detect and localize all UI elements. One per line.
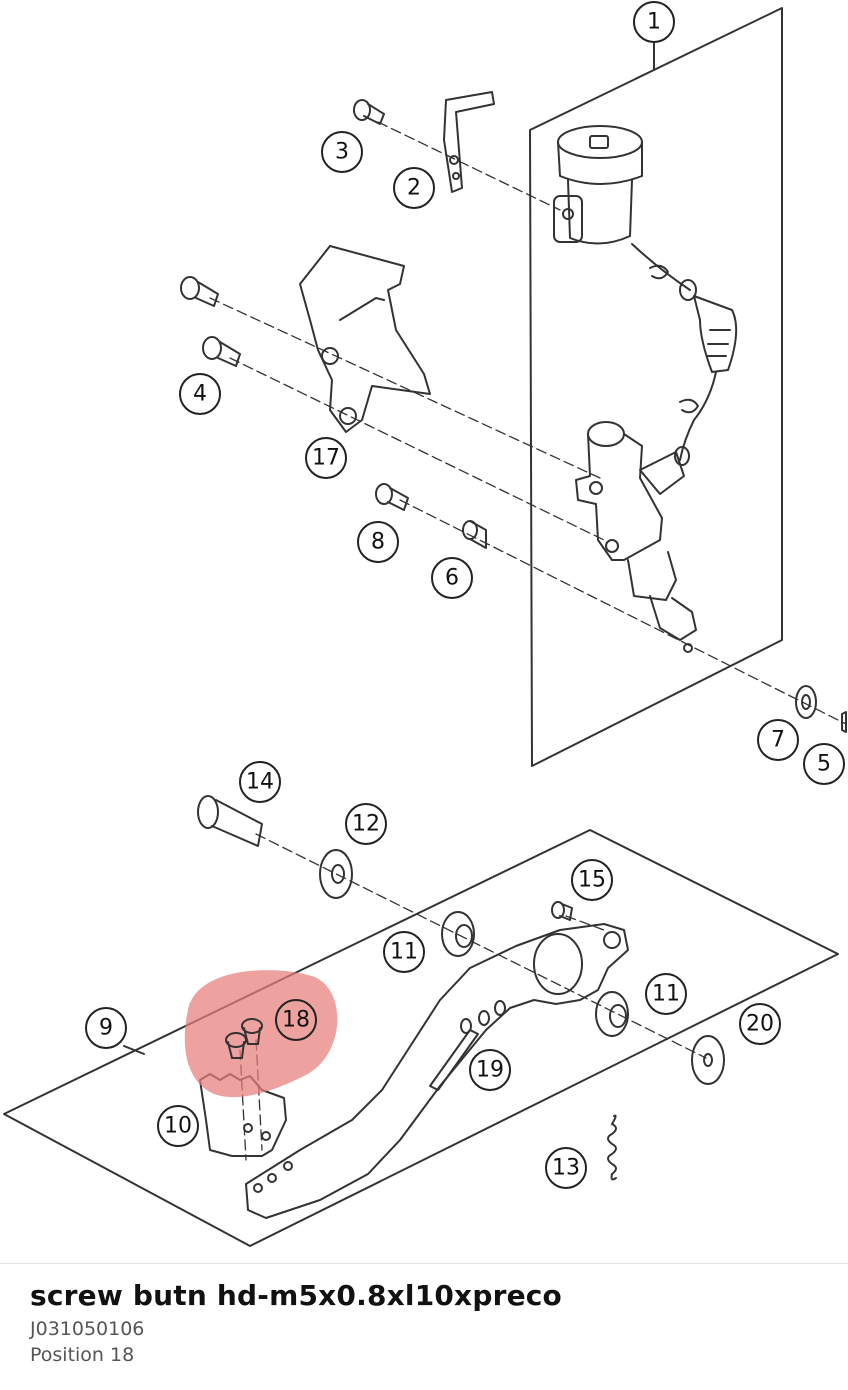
footer-divider [0,1263,848,1264]
callout-5[interactable]: 5 [803,743,845,785]
part-17-heel-guard [299,245,431,433]
callout-11-right[interactable]: 11 [645,973,687,1015]
callout-11-left[interactable]: 11 [383,931,425,973]
part-4-bolt [202,336,241,367]
part-3-pin [353,99,385,125]
part-2-bracket [443,91,495,193]
callout-19[interactable]: 19 [469,1049,511,1091]
callout-label: 17 [312,446,340,471]
callout-label: 19 [476,1058,504,1083]
callout-label: 13 [552,1156,580,1181]
part-position: Position 18 [30,1344,135,1366]
callout-18[interactable]: 18 [275,999,317,1041]
master-cylinder-assembly-panel [529,7,783,767]
part-11-bearing-right [595,991,629,1037]
callout-label: 11 [652,982,680,1007]
part-19-brake-pedal [245,923,629,1219]
callout-7[interactable]: 7 [757,719,799,761]
callout-label: 15 [578,868,606,893]
callout-label: 9 [99,1016,113,1041]
callout-label: 12 [352,812,380,837]
part-14-pivot-bolt [197,795,263,847]
callout-label: 1 [647,10,661,35]
part-number: J031050106 [30,1318,145,1340]
callout-label: 10 [164,1114,192,1139]
reservoir [553,125,643,245]
part-6-bushing [462,520,487,549]
callout-label: 11 [390,940,418,965]
callout-1[interactable]: 1 [633,1,675,43]
callout-6[interactable]: 6 [431,557,473,599]
callout-label: 2 [407,176,421,201]
callout-13[interactable]: 13 [545,1147,587,1189]
callout-label: 4 [193,382,207,407]
callout-label: 14 [246,770,274,795]
part-15-pin [551,901,573,921]
part-8-bolt [375,483,409,511]
part-7-washer [795,685,817,719]
part-18-screws [225,1018,263,1059]
callout-20[interactable]: 20 [739,1003,781,1045]
callout-9[interactable]: 9 [85,1007,127,1049]
callouts: 1 2 3 4 5 6 7 8 9 10 11 11 12 13 14 15 1… [85,1,845,1189]
callout-3[interactable]: 3 [321,131,363,173]
callout-8[interactable]: 8 [357,521,399,563]
callout-label: 7 [771,728,785,753]
part-name: screw butn hd-m5x0.8xl10xpreco [30,1279,562,1312]
callout-14[interactable]: 14 [239,761,281,803]
part-20-washer [691,1035,725,1085]
callout-17[interactable]: 17 [305,437,347,479]
callout-label: 20 [746,1012,774,1037]
callout-12[interactable]: 12 [345,803,387,845]
callout-2[interactable]: 2 [393,167,435,209]
callout-15[interactable]: 15 [571,859,613,901]
exploded-parts-diagram: 1 2 3 4 5 6 7 8 9 10 11 11 12 13 14 15 1… [3,1,847,1247]
part-5-pin [841,711,847,733]
callout-4[interactable]: 4 [179,373,221,415]
part-12-washer [319,849,353,899]
callout-10[interactable]: 10 [157,1105,199,1147]
callout-label: 6 [445,566,459,591]
master-cylinder [575,421,697,653]
callout-label: 8 [371,530,385,555]
hose [631,243,738,466]
brake-pedal-assembly-panel [3,829,839,1247]
callout-label: 5 [817,752,831,777]
selected-part-highlight [184,970,338,1098]
part-11-bearing-left [441,911,475,957]
callout-label: 3 [335,140,349,165]
callout-label: 18 [282,1008,310,1033]
bolt-upper [180,276,219,307]
part-13-spring [607,1114,617,1181]
